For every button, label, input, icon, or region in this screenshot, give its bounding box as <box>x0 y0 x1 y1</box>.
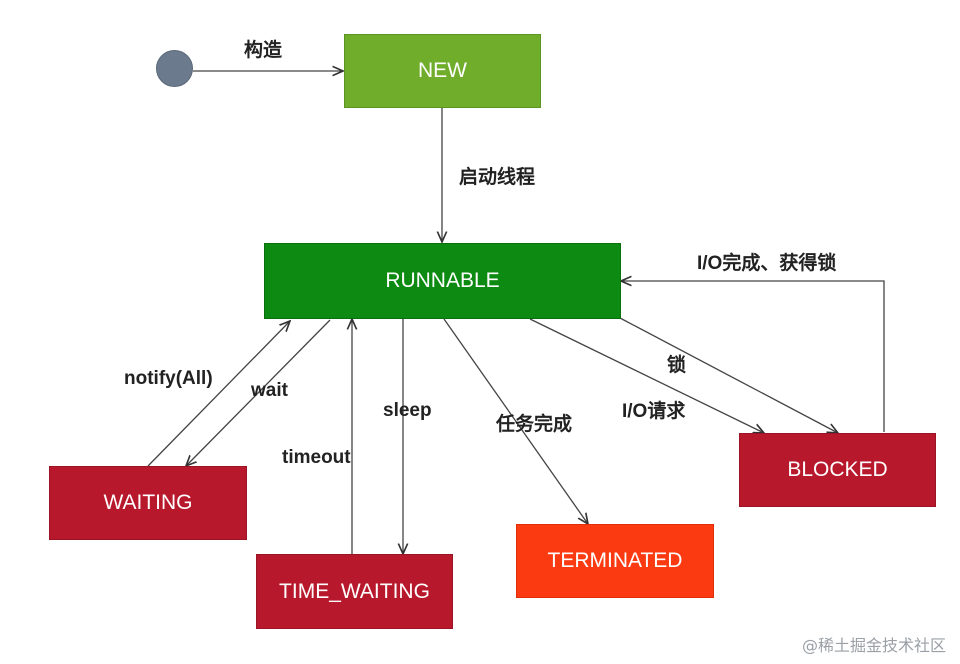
arrow-runnable-to-terminated <box>443 318 588 524</box>
label-sleep: sleep <box>383 400 432 421</box>
label-io-request: I/O请求 <box>622 401 686 422</box>
label-start-thread: 启动线程 <box>459 167 536 188</box>
start-node <box>156 50 193 87</box>
arrow-runnable-to-waiting <box>186 319 331 466</box>
state-new: NEW <box>344 34 541 108</box>
state-time-waiting: TIME_WAITING <box>256 554 453 629</box>
state-runnable: RUNNABLE <box>264 243 621 319</box>
state-blocked: BLOCKED <box>739 433 936 507</box>
label-notify-all: notify(All) <box>124 368 213 389</box>
state-waiting: WAITING <box>49 466 247 540</box>
label-timeout: timeout <box>282 447 351 468</box>
label-construct: 构造 <box>244 40 283 61</box>
arrow-runnable-to-blocked-io <box>529 318 764 433</box>
label-task-done: 任务完成 <box>496 414 573 435</box>
arrow-runnable-to-blocked-lock <box>619 317 838 433</box>
arrow-blocked-to-runnable <box>621 281 885 432</box>
label-lock: 锁 <box>667 355 687 376</box>
watermark: @稀土掘金技术社区 <box>801 636 946 655</box>
label-io-done-get-lock: I/O完成、获得锁 <box>697 253 837 274</box>
arrow-waiting-to-runnable <box>147 321 290 467</box>
state-terminated: TERMINATED <box>516 524 714 598</box>
label-wait: wait <box>251 380 288 401</box>
